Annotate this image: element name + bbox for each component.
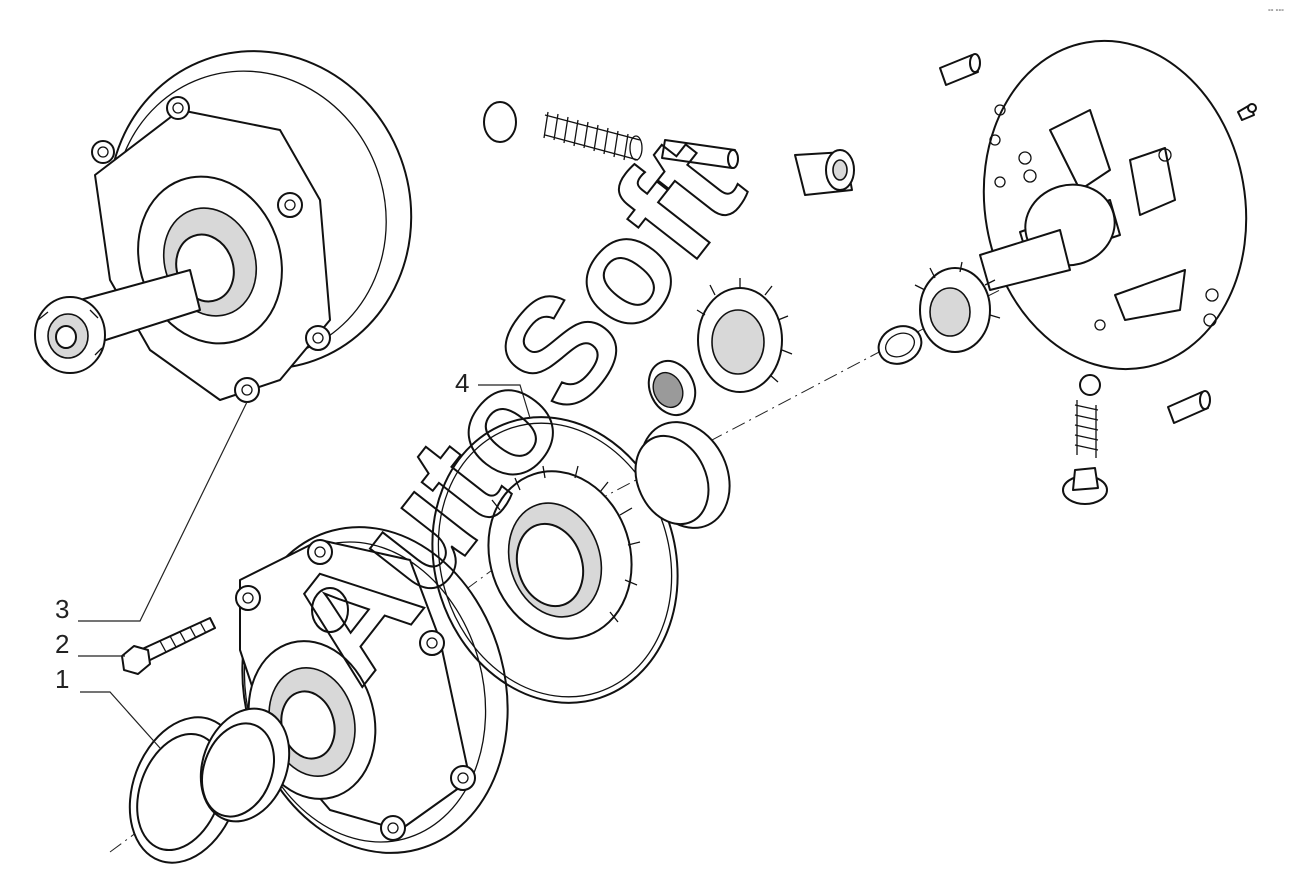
callout-3: 3 xyxy=(55,594,69,624)
roller-pin-top xyxy=(939,53,981,86)
pump-body xyxy=(979,39,1248,371)
callout-2: 2 xyxy=(55,629,69,659)
outer-gear xyxy=(487,465,641,640)
relief-valve-parts xyxy=(1062,374,1108,505)
valve-ball xyxy=(483,101,517,143)
corner-mark: °° °°° xyxy=(1268,8,1284,16)
callout-1: 1 xyxy=(55,664,69,694)
small-ring xyxy=(877,325,923,365)
callout-4: 4 xyxy=(455,368,469,398)
small-screw xyxy=(1237,103,1257,121)
sleeve-bushing xyxy=(634,421,731,529)
needle-bearing xyxy=(647,359,697,417)
splined-shaft xyxy=(914,261,1001,353)
valve-plug xyxy=(794,149,855,196)
dowel-pin xyxy=(661,139,739,169)
pump-cover-assembly xyxy=(235,526,509,854)
valve-spring xyxy=(543,111,643,161)
roller-pin-right xyxy=(1167,390,1211,424)
callout-leaders xyxy=(78,384,531,749)
inner-gear xyxy=(696,278,793,393)
bolt xyxy=(121,617,216,675)
bushing-ring xyxy=(199,707,291,823)
pump-housing-assembly xyxy=(34,50,413,403)
